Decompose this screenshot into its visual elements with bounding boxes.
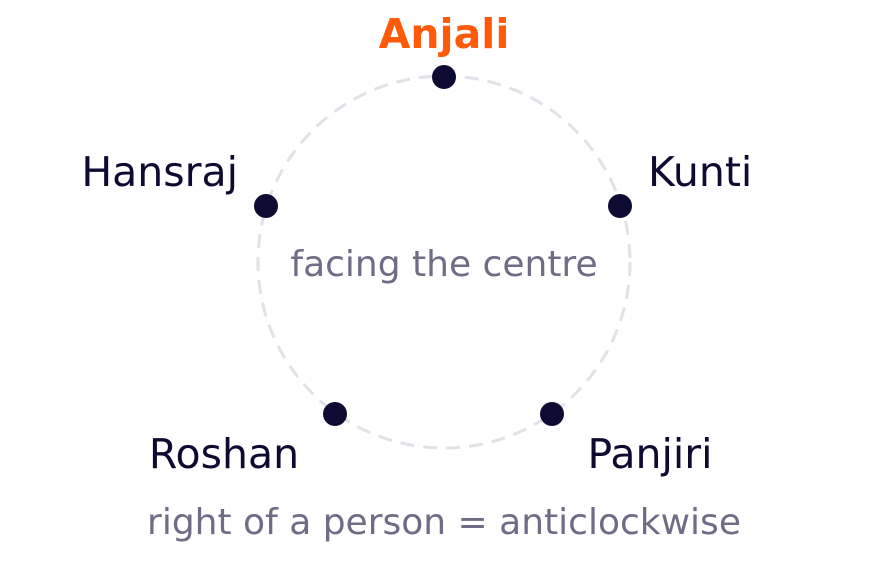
seat-dot-kunti xyxy=(608,194,632,218)
seat-dot-hansraj xyxy=(254,194,278,218)
footer-caption: right of a person = anticlockwise xyxy=(147,502,741,543)
seat-dot-panjiri xyxy=(540,402,564,426)
seat-label-panjiri: Panjiri xyxy=(587,430,712,478)
seat-label-anjali: Anjali xyxy=(379,10,510,58)
seat-label-hansraj: Hansraj xyxy=(81,148,238,196)
seat-label-kunti: Kunti xyxy=(648,148,752,196)
seat-dot-anjali xyxy=(432,65,456,89)
seat-label-roshan: Roshan xyxy=(149,430,299,478)
center-caption: facing the centre xyxy=(290,244,597,285)
seat-dot-roshan xyxy=(323,402,347,426)
